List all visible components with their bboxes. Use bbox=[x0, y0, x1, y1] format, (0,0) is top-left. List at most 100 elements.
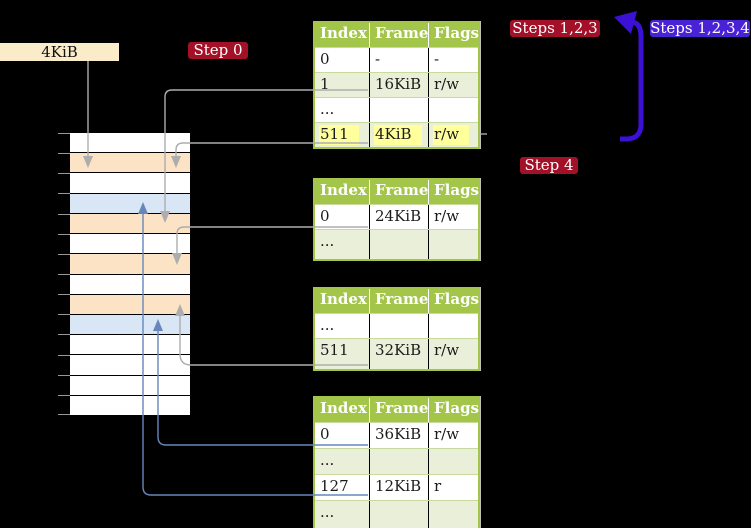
cell-flags bbox=[429, 230, 478, 259]
table-header-row: Index Frame Flags bbox=[315, 289, 479, 313]
table-row-highlighted: 511 4KiB r/w bbox=[315, 122, 478, 147]
page-table-4: Index Frame Flags 0 36KiB r/w ... 127 12… bbox=[313, 396, 480, 528]
table-row: ... bbox=[315, 97, 478, 122]
table-row: 127 12KiB r bbox=[315, 474, 478, 500]
steps-1234-badge: Steps 1,2,3,4 bbox=[650, 19, 750, 37]
table-row: 0 36KiB r/w bbox=[315, 422, 478, 448]
table-header-row: Index Frame Flags bbox=[315, 180, 479, 204]
memory-frame-row bbox=[70, 133, 190, 154]
header-index: Index bbox=[315, 23, 370, 47]
cell-flags bbox=[429, 314, 478, 338]
memory-address-tick bbox=[58, 234, 70, 235]
table-row: 511 32KiB r/w bbox=[315, 338, 478, 369]
memory-address-tick bbox=[58, 375, 70, 376]
cell-flags: r bbox=[434, 477, 442, 495]
memory-frame-row bbox=[70, 173, 190, 194]
cell-frame bbox=[370, 314, 429, 338]
memory-address-tick bbox=[58, 214, 70, 215]
recursive-loop-arrow bbox=[620, 19, 644, 142]
cell-flags: r/w bbox=[434, 341, 460, 359]
frame-pointer-box: 4KiB bbox=[0, 43, 119, 61]
cell-flags bbox=[429, 449, 478, 474]
cell-index: 511 bbox=[315, 123, 370, 147]
cell-index: 127 bbox=[315, 475, 370, 500]
header-flags: Flags bbox=[434, 24, 479, 42]
cell-flags: r/w bbox=[434, 75, 460, 93]
cell-index: ... bbox=[315, 230, 370, 259]
cell-index: 0 bbox=[315, 48, 370, 72]
table-row: ... bbox=[315, 229, 478, 259]
highlight: 4KiB bbox=[374, 125, 422, 145]
cell-index: 0 bbox=[315, 205, 370, 229]
memory-frame-row bbox=[70, 234, 190, 255]
memory-address-tick bbox=[58, 193, 70, 194]
header-flags: Flags bbox=[434, 181, 479, 199]
cell-index: ... bbox=[315, 314, 370, 338]
header-frame: Frame bbox=[370, 23, 429, 47]
cell-frame bbox=[370, 230, 429, 259]
cell-frame: 36KiB bbox=[370, 423, 429, 448]
memory-frame-row bbox=[70, 294, 190, 315]
table-row: 0 24KiB r/w bbox=[315, 204, 478, 229]
memory-frame-row bbox=[70, 193, 190, 214]
cell-index: ... bbox=[315, 501, 370, 528]
cell-index: ... bbox=[315, 98, 370, 122]
cell-flags: r/w bbox=[429, 123, 478, 147]
memory-frame-row bbox=[70, 355, 190, 376]
memory-frame-row bbox=[70, 274, 190, 295]
table-row: ... bbox=[315, 313, 478, 338]
memory-address-tick bbox=[58, 395, 70, 396]
cell-index: 511 bbox=[315, 339, 370, 369]
cell-flags: r/w bbox=[434, 425, 460, 443]
recursive-loop-arrowhead bbox=[614, 11, 637, 34]
table-row: ... bbox=[315, 500, 478, 528]
memory-frame-row bbox=[70, 314, 190, 336]
memory-address-tick bbox=[58, 254, 70, 255]
table-row: ... bbox=[315, 448, 478, 474]
memory-address-tick bbox=[58, 133, 70, 134]
header-flags: Flags bbox=[434, 399, 479, 417]
cell-frame: 4KiB bbox=[370, 123, 429, 147]
cell-index: ... bbox=[315, 449, 370, 474]
page-table-3: Index Frame Flags ... 511 32KiB r/w bbox=[313, 287, 480, 371]
table-row: 1 16KiB r/w bbox=[315, 72, 478, 97]
header-index: Index bbox=[315, 289, 370, 313]
memory-frame-row bbox=[70, 254, 190, 275]
cell-flags bbox=[429, 501, 478, 528]
memory-frame-row bbox=[70, 213, 190, 235]
cell-frame bbox=[370, 501, 429, 528]
cell-frame: 12KiB bbox=[370, 475, 429, 500]
header-index: Index bbox=[315, 180, 370, 204]
cell-frame: - bbox=[370, 48, 429, 72]
cell-flags: r/w bbox=[434, 207, 460, 225]
memory-frame-row bbox=[70, 153, 190, 174]
memory-address-tick bbox=[58, 314, 70, 315]
memory-address-tick bbox=[58, 414, 70, 415]
header-flags: Flags bbox=[434, 290, 479, 308]
header-index: Index bbox=[315, 398, 370, 422]
page-table-2: Index Frame Flags 0 24KiB r/w ... bbox=[313, 178, 480, 261]
cell-index: 1 bbox=[315, 73, 370, 97]
table-row: 0 - - bbox=[315, 47, 478, 72]
header-frame: Frame bbox=[370, 289, 429, 313]
cell-frame bbox=[370, 98, 429, 122]
header-frame: Frame bbox=[370, 398, 429, 422]
memory-frame-row bbox=[70, 375, 190, 396]
memory-frame-row bbox=[70, 395, 190, 416]
memory-address-tick bbox=[58, 355, 70, 356]
table-header-row: Index Frame Flags bbox=[315, 398, 479, 422]
step-0-badge: Step 0 bbox=[188, 42, 248, 59]
cell-index: 0 bbox=[315, 423, 370, 448]
steps-123-badge: Steps 1,2,3 bbox=[510, 20, 600, 37]
cell-flags bbox=[429, 98, 478, 122]
highlight: 511 bbox=[319, 125, 359, 145]
cell-frame: 16KiB bbox=[370, 73, 429, 97]
memory-address-tick bbox=[58, 294, 70, 295]
cell-frame bbox=[370, 449, 429, 474]
table-header-row: Index Frame Flags bbox=[315, 23, 479, 47]
physical-memory-column bbox=[70, 133, 190, 416]
memory-address-tick bbox=[58, 153, 70, 154]
cell-flags: - bbox=[434, 50, 440, 68]
page-table-1: Index Frame Flags 0 - - 1 16KiB r/w ... … bbox=[313, 21, 480, 149]
